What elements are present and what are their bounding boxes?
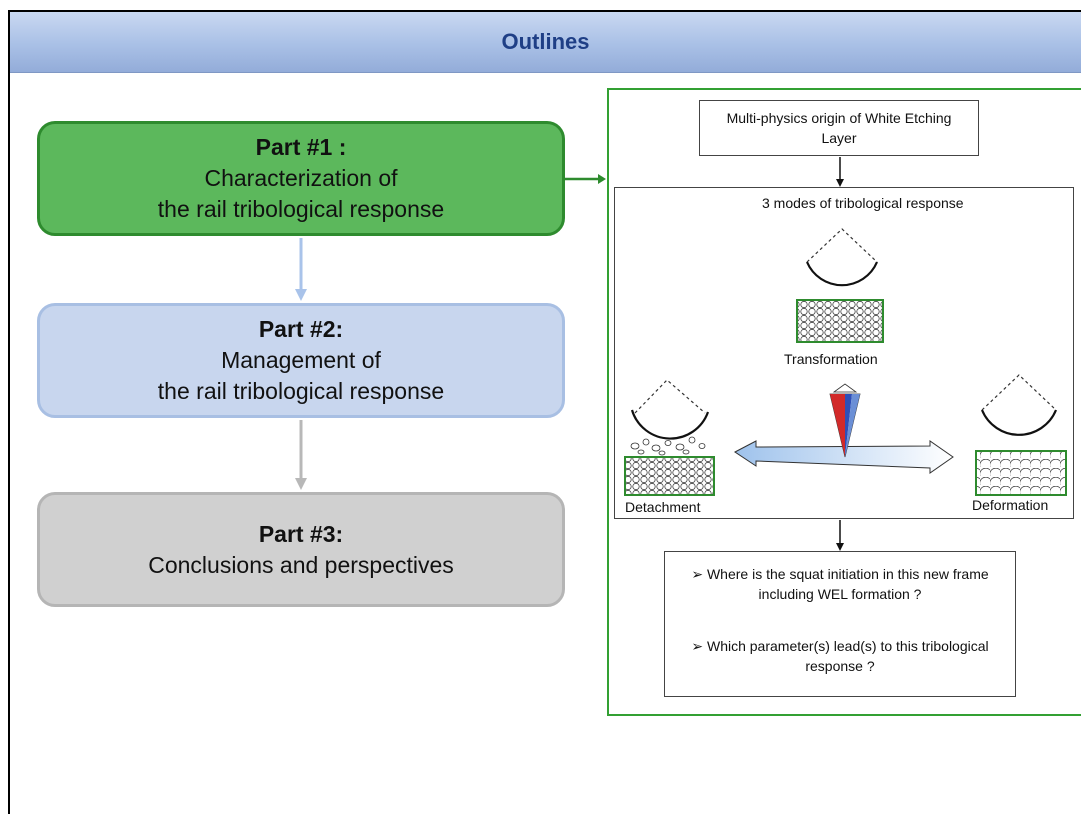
part-1-line-2: the rail tribological response <box>157 196 445 222</box>
slide-title: Outlines <box>501 29 590 54</box>
mode-pointer-icon <box>829 383 861 458</box>
part-2-line-2: the rail tribological response <box>157 378 445 404</box>
transformation-sample-icon <box>796 299 884 343</box>
part-2-to-part-3-arrow <box>295 420 307 490</box>
part-2-line-1: Management of <box>221 347 381 373</box>
question-2: ➢ Which parameter(s) lead(s) to this tri… <box>691 638 989 674</box>
origin-text: Multi-physics origin of White Etching La… <box>726 110 952 146</box>
questions-box: ➢ Where is the squat initiation in this … <box>664 551 1016 697</box>
origin-to-modes-arrow <box>836 157 844 187</box>
part-2-heading: Part #2: <box>258 316 344 342</box>
part-1-heading: Part #1 : <box>255 134 347 160</box>
part-1-box: Part #1 : Characterization of the rail t… <box>37 121 565 236</box>
part-1-to-part-2-arrow <box>295 238 307 301</box>
slide-frame <box>8 10 1081 814</box>
detachment-wheel-icon <box>630 379 710 440</box>
deformation-wheel-icon <box>980 374 1058 436</box>
part-1-to-panel-arrow <box>565 174 606 184</box>
part-1-line-1: Characterization of <box>204 165 398 191</box>
part-3-heading: Part #3: <box>258 520 344 547</box>
question-1: ➢ Where is the squat initiation in this … <box>691 566 989 602</box>
origin-box: Multi-physics origin of White Etching La… <box>699 100 979 156</box>
part-3-box: Part #3: Conclusions and perspectives <box>37 492 565 607</box>
part-3-line-1: Conclusions and perspectives <box>148 551 454 578</box>
modes-title: 3 modes of tribological response <box>762 195 964 211</box>
title-bar: Outlines <box>10 12 1081 73</box>
deformation-label: Deformation <box>972 497 1049 513</box>
modes-double-arrow <box>734 440 954 474</box>
detachment-label: Detachment <box>625 499 701 515</box>
transformation-label: Transformation <box>784 351 878 367</box>
modes-to-questions-arrow <box>836 520 844 551</box>
deformation-sample-icon <box>975 450 1067 496</box>
part-2-box: Part #2: Management of the rail tribolog… <box>37 303 565 418</box>
detachment-sample-icon <box>624 436 715 496</box>
transformation-wheel-icon <box>805 228 879 287</box>
